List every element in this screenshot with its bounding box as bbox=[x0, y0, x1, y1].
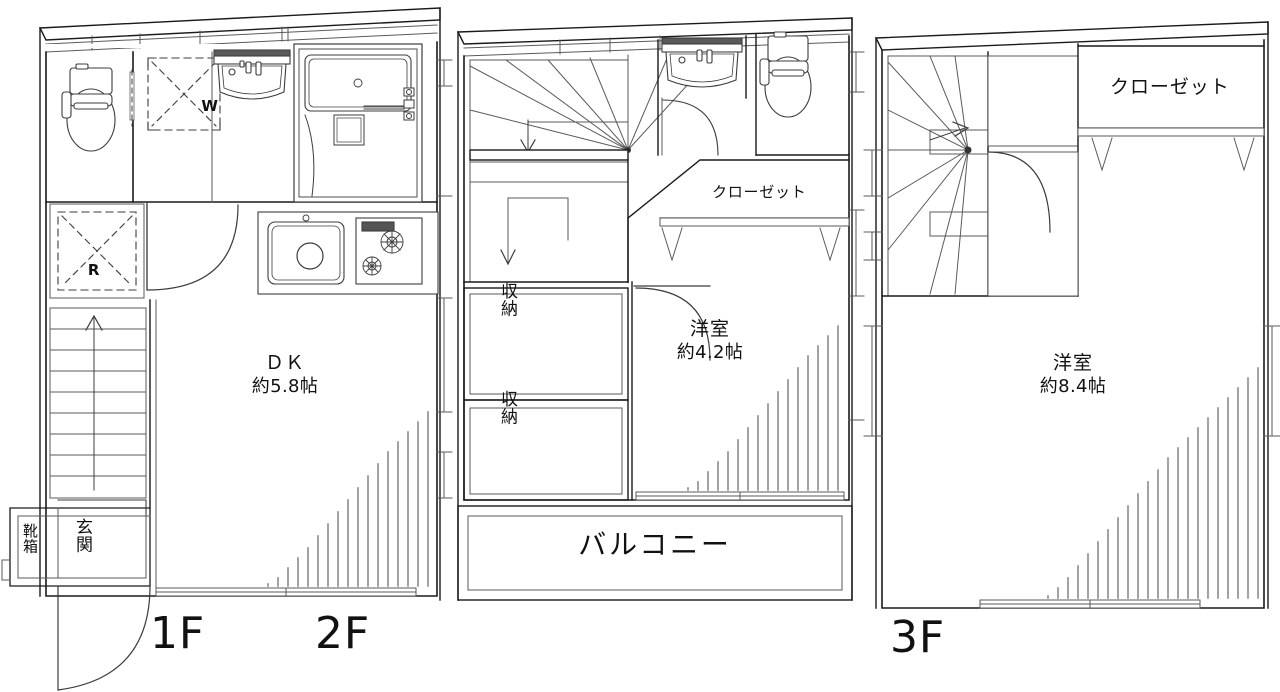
room-label-yoshitsu-3f: 洋室 約8.4帖 bbox=[988, 352, 1158, 398]
closet-label-2f: クローゼット bbox=[712, 183, 807, 201]
room-name-yoshitsu-2f: 洋室 bbox=[690, 318, 730, 340]
storage-label-2f-lower: 収納 bbox=[497, 390, 517, 425]
stair-flight-lower-2f bbox=[469, 161, 629, 283]
sun-hatch-2f bbox=[687, 325, 839, 491]
floorplan-2f bbox=[456, 17, 865, 601]
toilet-fixture-2f bbox=[759, 31, 812, 118]
closet-3f bbox=[1077, 45, 1265, 137]
room-area-dk: 約5.8帖 bbox=[251, 376, 319, 398]
room-name-yoshitsu-3f: 洋室 bbox=[1053, 352, 1093, 374]
sun-hatch-3f bbox=[1047, 367, 1259, 599]
floor-label-2f: 2F bbox=[315, 608, 371, 659]
storage-boxes-2f bbox=[463, 287, 629, 501]
winder-staircase-3f bbox=[887, 55, 989, 297]
winder-staircase-2f bbox=[469, 54, 713, 183]
room-label-dk: ＤＫ 約5.8帖 bbox=[200, 352, 370, 398]
closet-door-marks-2f bbox=[661, 227, 841, 262]
room-area-yoshitsu-2f: 約4.2帖 bbox=[676, 342, 744, 364]
closet-door-marks-3f bbox=[1091, 137, 1255, 172]
room-area-yoshitsu-3f: 約8.4帖 bbox=[1039, 376, 1107, 398]
floorplan-1f bbox=[1, 7, 453, 691]
sun-hatch-1f bbox=[267, 411, 429, 587]
toilet-fixture-1f bbox=[61, 63, 116, 152]
balcony-label: バルコニー bbox=[578, 528, 732, 561]
entrance-label: 玄関 bbox=[72, 518, 92, 553]
balcony-2f bbox=[457, 505, 853, 601]
room-label-yoshitsu-2f: 洋室 約4.2帖 bbox=[625, 318, 795, 364]
wash-basin-1f bbox=[213, 49, 291, 100]
washing-machine-symbol: W bbox=[201, 97, 219, 115]
kitchen-counter-1f bbox=[257, 211, 439, 295]
staircase-1f bbox=[49, 307, 147, 499]
refrigerator-pan-1f bbox=[57, 211, 137, 291]
closet-label-3f: クローゼット bbox=[1110, 76, 1230, 98]
room-name-dk: ＤＫ bbox=[265, 352, 305, 374]
floorplan-3f bbox=[863, 21, 1280, 609]
refrigerator-symbol: R bbox=[87, 261, 101, 279]
storage-label-2f-upper: 収納 bbox=[497, 282, 517, 317]
bathroom-unit-1f bbox=[293, 43, 423, 203]
washing-machine-pan-1f bbox=[147, 57, 221, 131]
wash-basin-2f bbox=[661, 37, 743, 88]
closet-2f bbox=[627, 159, 850, 283]
floor-label-1f: 1F bbox=[150, 608, 206, 659]
floor-label-3f: 3F bbox=[890, 612, 946, 663]
shoe-box-label: 靴箱 bbox=[21, 523, 39, 554]
